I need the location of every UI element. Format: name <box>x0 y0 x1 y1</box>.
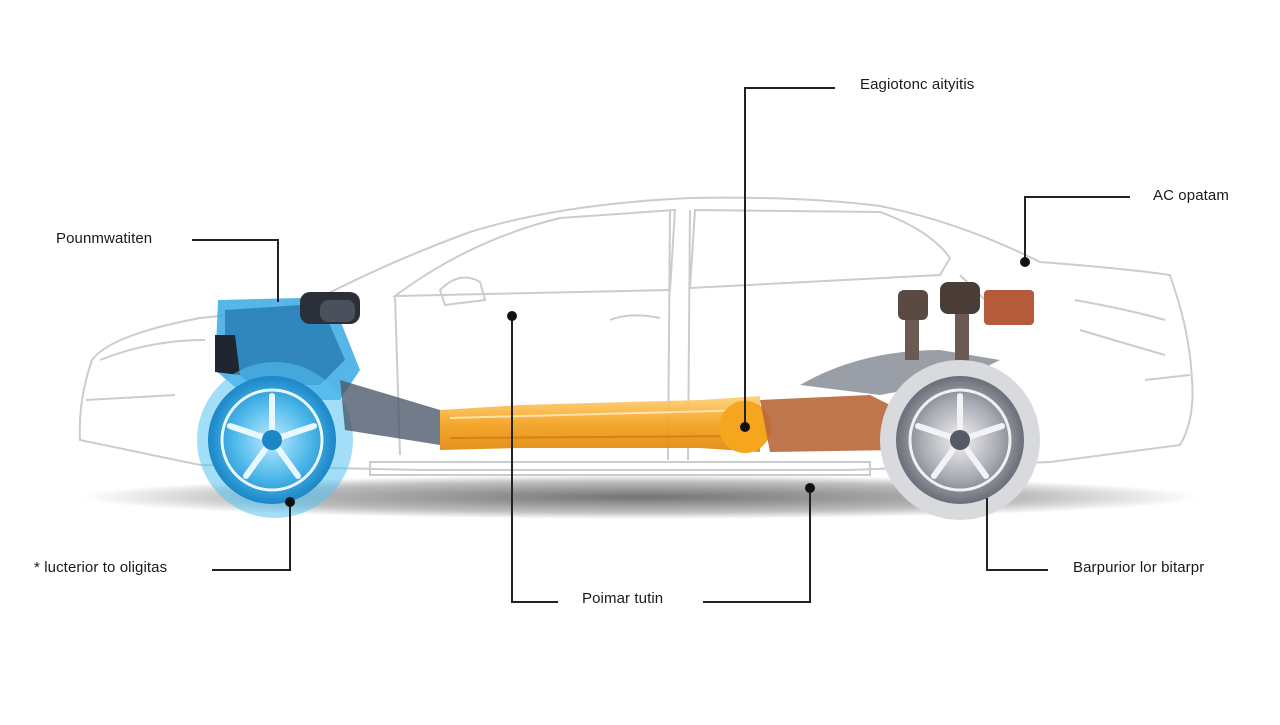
dot-ac <box>1020 257 1030 267</box>
label-ac-system: AC opatam <box>1153 187 1229 204</box>
driveshaft <box>440 396 771 453</box>
front-wheel <box>197 362 353 518</box>
dot-top <box>740 422 750 432</box>
rear-wheel <box>880 360 1040 520</box>
dot-body <box>507 311 517 321</box>
leader-line-left-upper <box>192 239 279 302</box>
leader-dots <box>285 257 1030 507</box>
leader-line-bottom-center-left <box>511 316 558 603</box>
leader-lines <box>192 87 1130 603</box>
dot-front-wheel <box>285 497 295 507</box>
leader-line-top <box>744 87 835 427</box>
dot-underbody <box>805 483 815 493</box>
label-top: Eagiotonc aityitis <box>860 76 975 93</box>
leader-line-right-lower <box>986 498 1048 571</box>
label-rear-lower: Barpurior lor bitarpr <box>1073 559 1205 576</box>
label-front-lower: * lucterior to oligitas <box>34 559 168 576</box>
rear-assembly <box>760 282 1034 452</box>
leader-line-ac <box>1024 196 1130 262</box>
leader-line-left-lower <box>212 502 291 571</box>
label-bottom-center: Poimar tutin <box>582 590 664 607</box>
front-transmission-link <box>340 380 440 445</box>
label-powertrain: Pounmwatiten <box>56 230 153 247</box>
leader-line-bottom-center-right <box>703 488 811 603</box>
car-body-outline <box>78 196 1194 476</box>
